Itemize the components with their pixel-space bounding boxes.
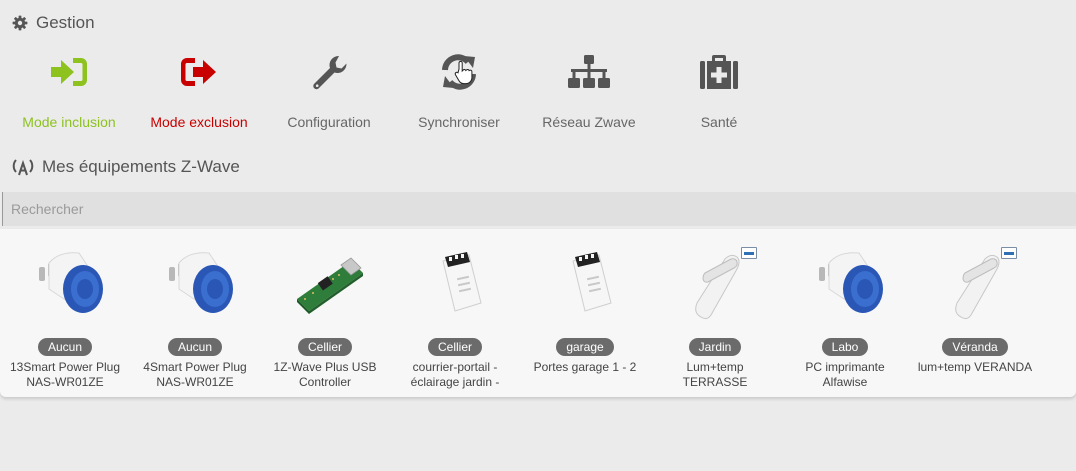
device-name-line2: NAS-WR01ZE: [156, 375, 234, 389]
device-name-line2: Controller: [298, 375, 352, 389]
gestion-actions: Mode inclusion Mode exclusion Configurat…: [4, 50, 784, 130]
device-list: Aucun 13Smart Power Plug NAS-WR01ZE Aucu…: [0, 229, 1076, 397]
medkit-icon: [700, 55, 738, 89]
synchroniser-label: Synchroniser: [418, 114, 500, 130]
room-badge: Aucun: [167, 338, 223, 356]
device-name-line1: Lum+temp: [686, 360, 744, 374]
device-image: [665, 233, 765, 333]
device-image: [15, 233, 115, 333]
device-name-line2: NAS-WR01ZE: [26, 375, 104, 389]
relay-module-icon: [572, 252, 612, 312]
configuration-label: Configuration: [287, 114, 371, 130]
equipments-header: Mes équipements Z-Wave: [12, 157, 240, 177]
device-card[interactable]: Cellier 1Z-Wave Plus USB Controller: [260, 229, 390, 397]
device-name: Lum+temp TERRASSE: [653, 360, 777, 390]
device-name-line1: Portes garage 1 - 2: [533, 360, 637, 374]
wrench-icon: [313, 55, 347, 90]
device-card[interactable]: Aucun 13Smart Power Plug NAS-WR01ZE: [0, 229, 130, 397]
equipments-title: Mes équipements Z-Wave: [42, 157, 240, 176]
reseau-zwave-label: Réseau Zwave: [542, 114, 636, 130]
network-icon: [568, 55, 610, 88]
sante-button[interactable]: Santé: [654, 50, 784, 130]
room-badge: Véranda: [942, 338, 1008, 356]
room-badge: Cellier: [427, 338, 482, 356]
smart-plug-icon: [39, 252, 103, 313]
device-name: lum+temp VERANDA: [913, 360, 1037, 375]
mode-inclusion-label: Mode inclusion: [22, 114, 116, 130]
zwave-plus-badge: [1001, 247, 1017, 259]
device-card[interactable]: Jardin Lum+temp TERRASSE: [650, 229, 780, 397]
sync-icon: [442, 54, 476, 90]
device-image: [795, 233, 895, 333]
device-name-line1: 13Smart Power Plug: [9, 360, 121, 374]
sign-in-icon: [51, 58, 87, 86]
room-badge: Jardin: [688, 338, 742, 356]
search-bar: [2, 192, 1076, 226]
sante-label: Santé: [700, 114, 738, 130]
device-image: [535, 233, 635, 333]
configuration-button[interactable]: Configuration: [264, 50, 394, 130]
device-name: Portes garage 1 - 2: [523, 360, 647, 375]
search-input[interactable]: [2, 192, 1076, 226]
usb-controller-icon: [297, 257, 363, 314]
mode-exclusion-button[interactable]: Mode exclusion: [134, 50, 264, 130]
gestion-title: Gestion: [36, 13, 95, 32]
room-badge: Labo: [821, 338, 869, 356]
device-card[interactable]: Labo PC imprimante Alfawise: [780, 229, 910, 397]
relay-module-icon: [442, 252, 482, 312]
gear-icon: [12, 15, 28, 31]
smart-plug-icon: [819, 252, 883, 313]
device-name-line1: 1Z-Wave Plus USB: [273, 360, 377, 374]
device-name: courrier-portail - éclairage jardin -: [393, 360, 517, 390]
mode-exclusion-label: Mode exclusion: [150, 114, 248, 130]
room-badge: Aucun: [37, 338, 93, 356]
device-name: PC imprimante Alfawise: [783, 360, 907, 390]
device-name-line1: PC imprimante: [805, 360, 885, 374]
synchroniser-button[interactable]: Synchroniser: [394, 50, 524, 130]
room-badge: garage: [556, 338, 614, 356]
device-name-line1: courrier-portail -: [412, 360, 498, 374]
device-image: [145, 233, 245, 333]
sign-out-icon: [181, 58, 216, 86]
smart-plug-icon: [169, 252, 233, 313]
device-name-line1: lum+temp VERANDA: [917, 360, 1033, 374]
door-sensor-icon: [695, 254, 740, 320]
mode-inclusion-button[interactable]: Mode inclusion: [4, 50, 134, 130]
reseau-zwave-button[interactable]: Réseau Zwave: [524, 50, 654, 130]
device-name-line2: éclairage jardin -: [410, 375, 500, 389]
device-name: 1Z-Wave Plus USB Controller: [263, 360, 387, 390]
device-name: 4Smart Power Plug NAS-WR01ZE: [133, 360, 257, 390]
device-image: [275, 233, 375, 333]
device-card[interactable]: Cellier courrier-portail - éclairage jar…: [390, 229, 520, 397]
device-card[interactable]: Aucun 4Smart Power Plug NAS-WR01ZE: [130, 229, 260, 397]
zwave-antenna-icon: [12, 159, 34, 176]
device-name-line2: Alfawise: [822, 375, 868, 389]
room-badge: Cellier: [297, 338, 352, 356]
device-card[interactable]: garage Portes garage 1 - 2: [520, 229, 650, 397]
device-card[interactable]: Véranda lum+temp VERANDA: [910, 229, 1040, 397]
device-name: 13Smart Power Plug NAS-WR01ZE: [3, 360, 127, 390]
zwave-plus-badge: [741, 247, 757, 259]
device-image: [925, 233, 1025, 333]
device-image: [405, 233, 505, 333]
door-sensor-icon: [955, 254, 1000, 320]
gestion-header: Gestion: [12, 13, 95, 33]
device-name-line2: TERRASSE: [682, 375, 748, 389]
device-name-line1: 4Smart Power Plug: [143, 360, 247, 374]
